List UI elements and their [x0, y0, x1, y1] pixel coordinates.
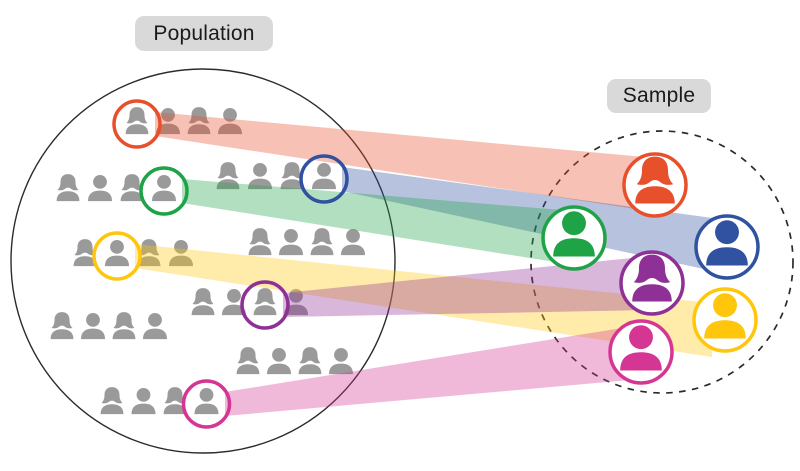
sample-member-green	[541, 205, 607, 271]
selection-band-yellow	[135, 244, 712, 357]
selection-band-green	[182, 179, 574, 265]
population-person-male	[152, 175, 176, 202]
highlight-ring-green	[139, 166, 189, 216]
population-label: Population	[135, 16, 273, 51]
population-person-male	[341, 229, 365, 256]
population-person-female	[248, 228, 272, 256]
highlight-ring-yellow	[92, 231, 142, 281]
population-person-female	[100, 387, 124, 415]
highlight-ring-pink	[181, 379, 232, 429]
region-outlines-layer	[10, 68, 794, 454]
population-person-female	[125, 107, 149, 135]
population-person-male	[143, 313, 167, 340]
population-person-male	[81, 313, 105, 340]
selection-band-blue	[342, 167, 727, 274]
population-person-female	[310, 228, 334, 256]
population-person-male	[88, 175, 112, 202]
population-person-female	[191, 288, 215, 316]
sample-members-layer	[541, 152, 760, 385]
sample-member-pink	[608, 319, 674, 385]
sample-label: Sample	[607, 79, 711, 113]
sample-member-purple	[619, 250, 685, 316]
sample-label-text: Sample	[622, 84, 696, 107]
population-person-male	[131, 388, 156, 415]
sample-circle-outline	[530, 130, 794, 394]
highlight-ring-orange	[112, 99, 162, 149]
highlight-ring-blue	[299, 154, 349, 204]
population-person-female	[112, 312, 136, 340]
population-person-female	[56, 174, 80, 202]
selection-band-pink	[225, 325, 641, 416]
population-person-male	[312, 163, 336, 190]
population-label-text: Population	[153, 21, 255, 45]
selection-band-purple	[283, 256, 652, 317]
selection-band-orange	[155, 112, 655, 212]
population-person-male	[267, 348, 291, 375]
population-circle-outline	[10, 68, 396, 454]
population-person-female	[298, 347, 322, 375]
highlight-ring-purple	[240, 280, 290, 330]
sample-member-orange	[622, 152, 688, 218]
population-person-female	[253, 288, 277, 316]
highlight-rings-layer	[92, 99, 349, 429]
population-person-female	[50, 312, 74, 340]
population-person-male	[194, 388, 219, 415]
sample-member-blue	[694, 214, 760, 280]
population-person-male	[279, 229, 303, 256]
population-person-male	[105, 240, 129, 267]
population-person-male	[329, 348, 353, 375]
selection-bands-layer	[135, 112, 727, 416]
population-person-female	[236, 347, 260, 375]
sample-member-yellow	[692, 287, 758, 353]
